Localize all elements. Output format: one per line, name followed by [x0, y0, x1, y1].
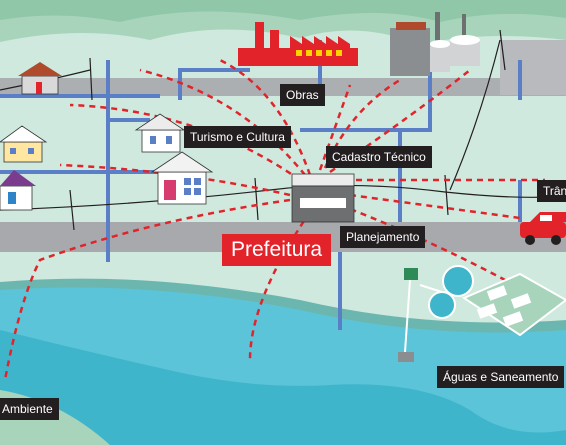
label-transito-partial: Trân [537, 180, 566, 202]
sanitation-plant-icon [398, 265, 566, 362]
label-obras: Obras [280, 84, 325, 106]
city-hall-icon [291, 173, 355, 223]
right-block [500, 40, 566, 95]
factory-icon [238, 22, 358, 66]
house-icon [18, 62, 62, 95]
label-aguas-saneamento: Águas e Saneamento [437, 366, 565, 388]
car-icon [520, 212, 566, 245]
center-title-prefeitura: Prefeitura [222, 234, 332, 266]
label-ambiente-partial: Ambiente [0, 398, 59, 420]
house-icon [0, 125, 48, 163]
water-pipes [0, 40, 522, 330]
label-planejamento: Planejamento [340, 226, 426, 248]
house-icon [0, 170, 36, 211]
label-cadastro-tecnico: Cadastro Técnico [326, 146, 432, 168]
treatment-plant-icon [390, 12, 480, 76]
river-deep [0, 330, 566, 445]
house-icon [150, 151, 214, 205]
label-turismo-cultura: Turismo e Cultura [184, 126, 291, 148]
far-hills [0, 0, 566, 22]
house-icon [134, 113, 186, 153]
